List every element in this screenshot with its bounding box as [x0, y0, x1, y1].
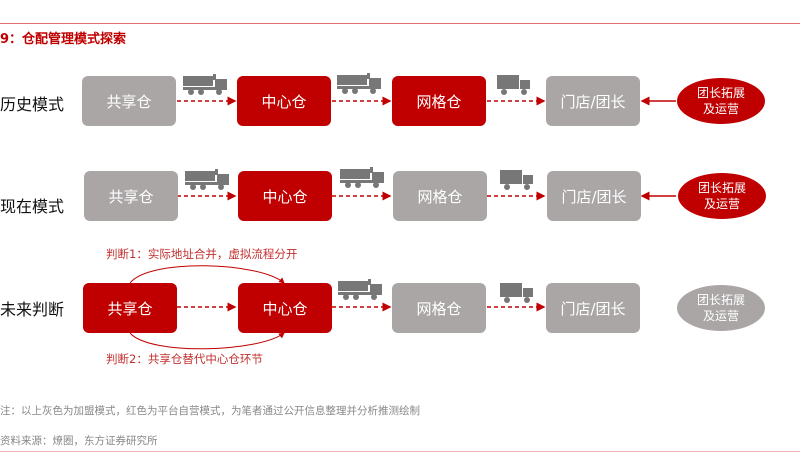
- node-grid-warehouse: 网格仓: [392, 283, 486, 333]
- node-shared-warehouse: 共享仓: [84, 171, 178, 221]
- node-store-leader: 门店/团长: [546, 283, 640, 333]
- top-divider: [0, 23, 800, 24]
- row1-connectors: [177, 73, 676, 106]
- truck-icon: [183, 74, 227, 95]
- figure-title: 9：仓配管理模式探索: [0, 32, 127, 47]
- row2-connectors: [177, 167, 676, 201]
- judgment-2: 判断2：共享仓替代中心仓环节: [106, 352, 263, 366]
- ellipse-leader-ops: 团长拓展 及运营: [678, 173, 766, 219]
- source: 资料来源：燎圈，东方证券研究所: [0, 435, 158, 447]
- node-shared-warehouse: 共享仓: [82, 76, 176, 126]
- truck-icon: [338, 279, 382, 300]
- bottom-divider: [0, 451, 800, 452]
- van-icon: [497, 75, 530, 95]
- node-shared-warehouse: 共享仓: [83, 283, 177, 333]
- row-label-history: 历史模式: [0, 95, 65, 114]
- truck-icon: [337, 73, 381, 94]
- node-central-warehouse: 中心仓: [238, 171, 332, 221]
- judgment-1: 判断1：实际地址合并，虚拟流程分开: [106, 247, 298, 261]
- van-icon: [500, 170, 533, 190]
- truck-icon: [185, 169, 229, 190]
- ellipse-leader-ops: 团长拓展 及运营: [677, 285, 765, 331]
- node-grid-warehouse: 网格仓: [393, 171, 487, 221]
- truck-icon: [340, 167, 384, 188]
- node-store-leader: 门店/团长: [546, 76, 640, 126]
- row3-connectors: [129, 265, 546, 350]
- footnote: 注：以上灰色为加盟模式，红色为平台自营模式，为笔者通过公开信息整理并分析推测绘制: [0, 405, 420, 417]
- row-label-current: 现在模式: [0, 197, 65, 216]
- van-icon: [500, 283, 533, 303]
- node-store-leader: 门店/团长: [547, 171, 641, 221]
- row-label-future: 未来判断: [0, 300, 65, 319]
- node-grid-warehouse: 网格仓: [392, 76, 486, 126]
- node-central-warehouse: 中心仓: [238, 283, 332, 333]
- ellipse-leader-ops: 团长拓展 及运营: [677, 78, 765, 124]
- node-central-warehouse: 中心仓: [237, 76, 331, 126]
